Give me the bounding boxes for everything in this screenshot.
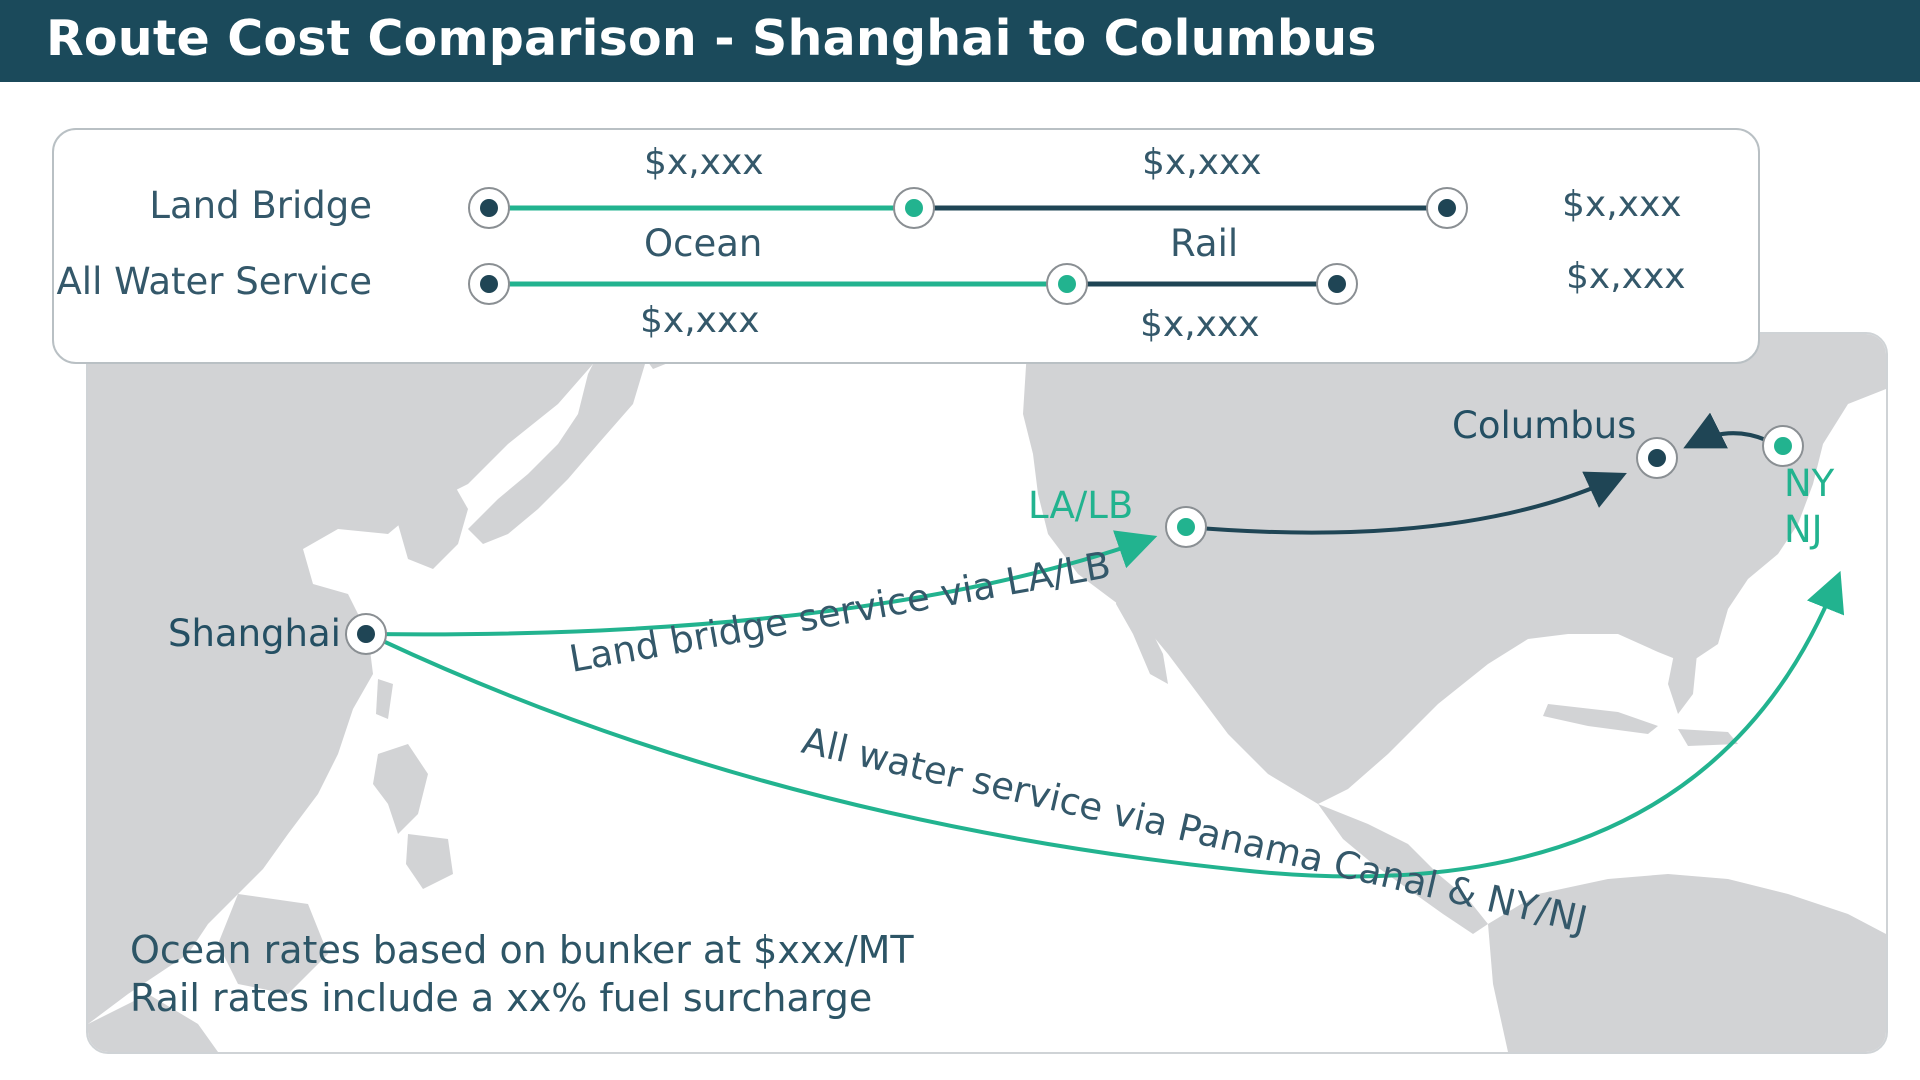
title-bar: Route Cost Comparison - Shanghai to Colu… (0, 0, 1920, 82)
land-bridge-start-node (468, 187, 510, 229)
land-bridge-ocean-cost: $x,xxx (644, 142, 764, 183)
la-lb-marker (1165, 506, 1207, 548)
cuba-landmass (1543, 704, 1658, 734)
land-bridge-transfer-node (893, 187, 935, 229)
sumatra-landmass (88, 994, 218, 1052)
all-water-route (367, 570, 1845, 879)
columbus-label: Columbus (1452, 404, 1637, 447)
shanghai-label: Shanghai (168, 612, 341, 655)
all-water-label: All Water Service (56, 260, 372, 303)
hispaniola-landmass (1678, 729, 1738, 746)
ocean-segment-label: Ocean (644, 222, 763, 265)
all-water-ocean-cost: $x,xxx (640, 300, 760, 341)
south-america-landmass (1488, 874, 1886, 1052)
all-water-transfer-node (1046, 263, 1088, 305)
note-fuel-surcharge: Rail rates include a xx% fuel surcharge (130, 976, 873, 1020)
taiwan-landmass (376, 679, 393, 719)
japan-landmass (468, 334, 648, 544)
philippines-south (406, 834, 453, 889)
borneo-landmass (218, 894, 328, 994)
land-bridge-end-node (1426, 187, 1468, 229)
nynj-to-columbus-route (1683, 412, 1767, 449)
map-panel (86, 332, 1888, 1054)
land-bridge-rail-cost: $x,xxx (1142, 142, 1262, 183)
page-title: Route Cost Comparison - Shanghai to Colu… (46, 10, 1377, 67)
all-water-total-cost: $x,xxx (1566, 256, 1686, 297)
asia-landmass (88, 334, 608, 1024)
all-water-start-node (468, 263, 510, 305)
land-bridge-route-label: Land bridge service via LA/LB (566, 543, 1114, 681)
shanghai-marker (345, 613, 387, 655)
florida-landmass (1668, 634, 1698, 714)
all-water-route-label: All water service via Panama Canal & NY/… (798, 719, 1591, 942)
central-america-landmass (1318, 804, 1488, 934)
all-water-rail-cost: $x,xxx (1140, 304, 1260, 345)
baja-landmass (1116, 584, 1168, 684)
la-lb-label: LA/LB (1028, 484, 1134, 527)
ny-label: NY (1784, 462, 1835, 505)
rail-segment-label: Rail (1170, 222, 1239, 265)
nynj-marker (1762, 425, 1804, 467)
philippines-landmass (373, 744, 428, 834)
nj-label: NJ (1784, 508, 1823, 551)
land-bridge-label: Land Bridge (149, 184, 372, 227)
cost-comparison-box: Land Bridge All Water Service $x,xxx $x,… (52, 128, 1760, 364)
land-bridge-ocean-route (367, 530, 1158, 637)
all-water-end-node (1316, 263, 1358, 305)
land-bridge-rail-route (1185, 471, 1627, 535)
note-bunker: Ocean rates based on bunker at $xxx/MT (130, 928, 914, 972)
land-bridge-total-cost: $x,xxx (1562, 184, 1682, 225)
korea-landmass (398, 474, 468, 569)
columbus-marker (1636, 437, 1678, 479)
cost-lines-svg (468, 187, 1468, 305)
